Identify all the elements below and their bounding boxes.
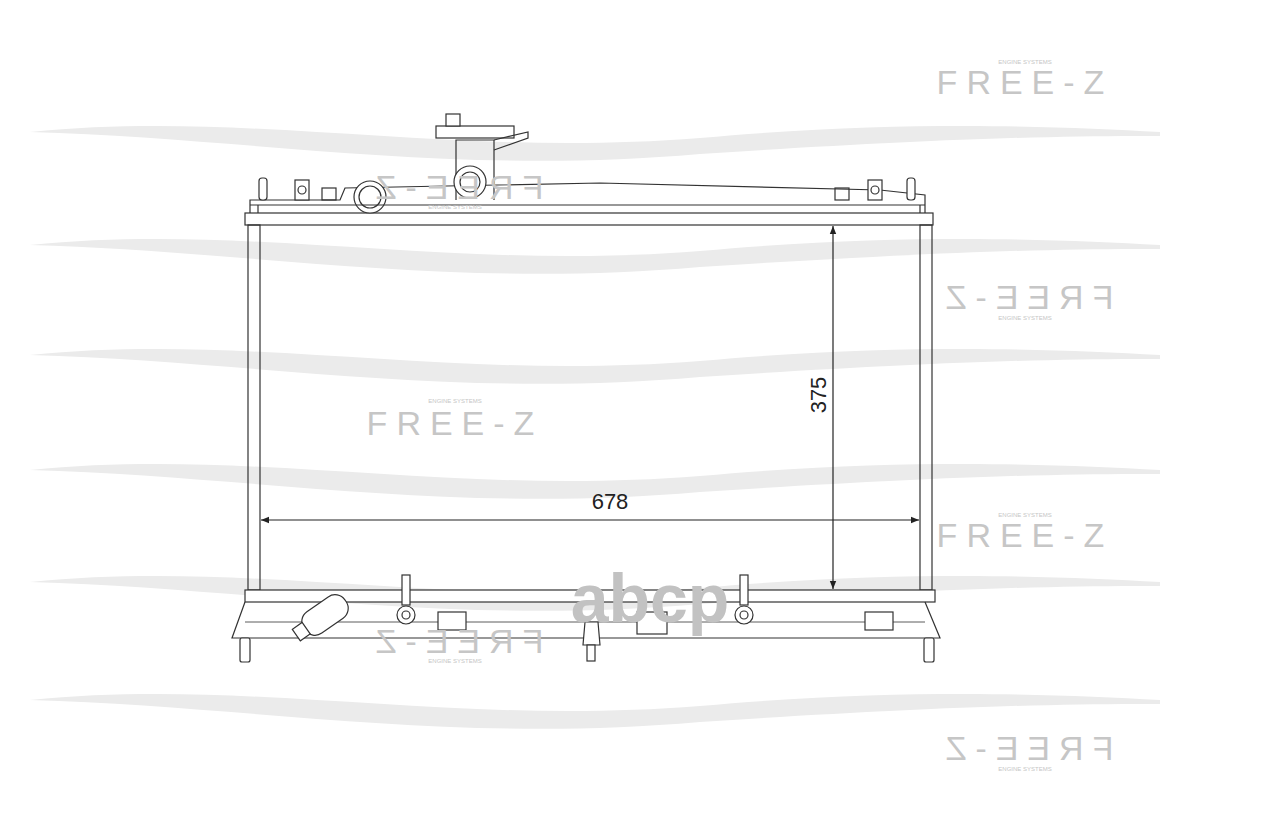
watermark-waves bbox=[30, 126, 1160, 729]
watermark-logo: FREE-Z bbox=[367, 406, 544, 440]
watermark-subtext: ENGINE SYSTEMS bbox=[428, 658, 481, 664]
watermark-subtext: ENGINE SYSTEMS bbox=[998, 315, 1051, 321]
watermark-logo: FREE-Z bbox=[367, 624, 544, 658]
watermark-subtext: ENGINE SYSTEMS bbox=[428, 398, 481, 404]
watermark-logo: FREE-Z bbox=[937, 731, 1114, 765]
watermark-logo: FREE-Z bbox=[937, 65, 1114, 99]
dimension-label: 678 bbox=[592, 491, 629, 513]
watermark-logo: FREE-Z bbox=[937, 280, 1114, 314]
watermark-subtext: ENGINE SYSTEMS bbox=[998, 766, 1051, 772]
watermark-wave bbox=[30, 349, 1160, 384]
watermark-logo: abcp bbox=[571, 564, 730, 632]
watermark-logo: FREE-Z bbox=[367, 170, 544, 204]
radiator-outline bbox=[232, 114, 940, 662]
watermark-wave bbox=[30, 694, 1160, 729]
dimension-line bbox=[832, 226, 833, 589]
dimension-line bbox=[261, 519, 919, 520]
watermark-logo: FREE-Z bbox=[937, 518, 1114, 552]
watermark-wave bbox=[30, 239, 1160, 274]
watermark-wave bbox=[30, 126, 1160, 161]
dimension-label: 375 bbox=[808, 377, 830, 414]
watermark-subtext: ENGINE SYSTEMS bbox=[428, 204, 481, 210]
